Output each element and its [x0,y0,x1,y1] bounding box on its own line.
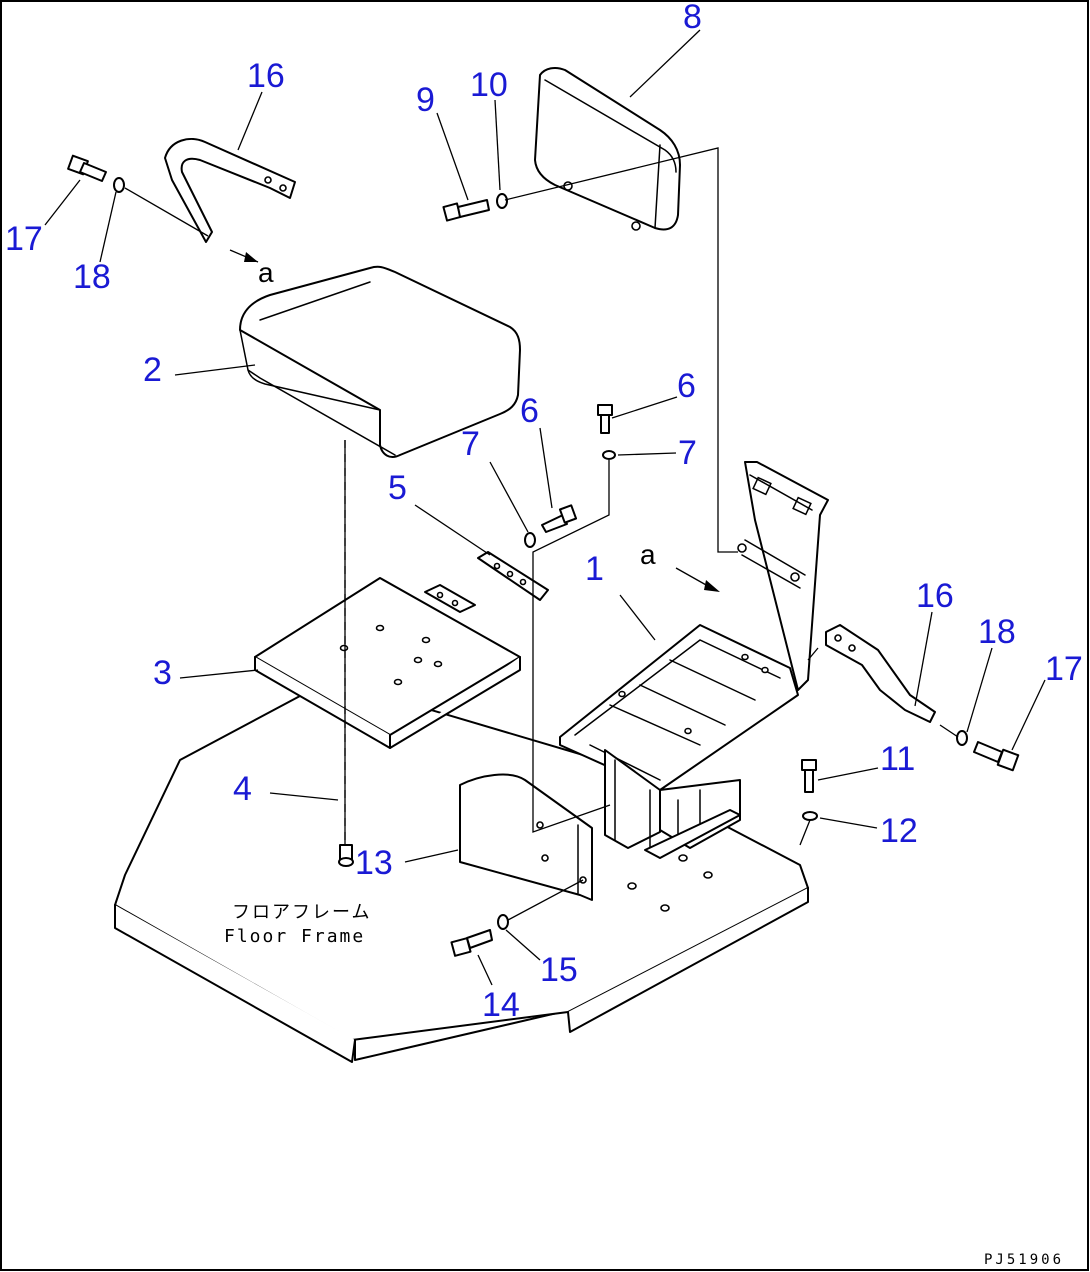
floor-frame [114,679,809,1063]
floor-label-en: Floor Frame [224,926,365,947]
washer-7-lower [524,532,536,548]
callout-14: 14 [482,986,520,1024]
callout-3: 3 [153,654,172,692]
callout-2: 2 [143,351,162,389]
callout-6-upper: 6 [677,367,696,405]
callout-18-left: 18 [73,258,111,296]
callout-11: 11 [880,740,915,778]
callout-17-left: 17 [5,220,43,258]
callout-10: 10 [470,66,508,104]
callout-9: 9 [416,81,435,119]
bolt-14 [450,929,493,957]
washer-15 [497,914,509,930]
callout-16-left: 16 [247,57,285,95]
washer-10 [496,193,508,209]
washer-12 [802,811,818,821]
headrest-part-8 [534,66,681,231]
nut-4 [338,844,354,867]
assembly-lines [124,147,959,921]
callout-17-right: 17 [1045,650,1083,688]
washer-18-right [956,730,968,746]
callout-8: 8 [683,0,702,36]
callout-16-right: 16 [916,577,954,615]
seat-frame-part-1 [559,461,829,859]
cover-plate-part-13 [459,773,593,901]
floor-label-jp: フロアフレーム [232,902,371,923]
callout-7-right: 7 [678,434,697,472]
bolt-11 [801,759,817,793]
arm-bracket-right-part-16 [825,624,936,723]
bolt-6-upper [597,404,613,434]
callout-12: 12 [880,812,918,850]
callout-6-lower: 6 [520,392,539,430]
callout-numbers: 1 2 3 4 5 6 6 7 7 8 9 10 11 12 13 14 15 … [5,0,1083,1024]
callout-13: 13 [355,844,393,882]
bolt-9 [442,199,490,222]
callout-5: 5 [388,469,407,507]
seat-cushion-part-2 [239,265,521,458]
callout-15: 15 [540,951,578,989]
drawing-code: PJ51906 [984,1252,1064,1268]
washer-18-left [113,177,125,193]
seat-plate-part-3 [254,577,521,749]
bracket-part-5 [424,551,549,613]
marker-a-left: a [258,257,274,288]
bolt-6-lower [541,504,578,533]
washer-7-upper [602,450,616,460]
callout-leaders [44,29,1046,986]
arm-bracket-left-part-16 [164,138,296,243]
callout-18-right: 18 [978,613,1016,651]
callout-7-left: 7 [461,425,480,463]
callout-4: 4 [233,770,252,808]
callout-1: 1 [585,550,604,588]
marker-a-right: a [640,539,656,570]
bolt-17-right [973,741,1020,772]
bolt-17-left [67,154,107,182]
